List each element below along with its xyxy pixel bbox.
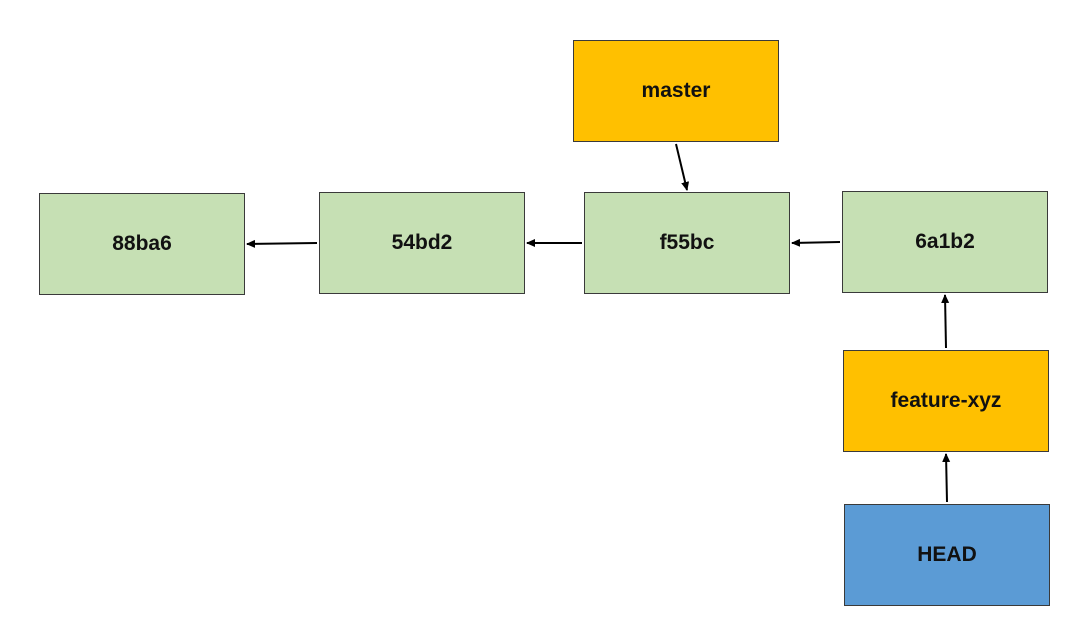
arrow-c6a1b2-to-cf55bc	[791, 238, 841, 247]
commit-88ba6-label: 88ba6	[112, 232, 172, 255]
arrow-head-to-bfeature	[942, 453, 951, 503]
branch-feature-xyz-label: feature-xyz	[890, 389, 1002, 412]
commit-f55bc-label: f55bc	[659, 231, 715, 254]
commit-88ba6: 88ba6	[39, 193, 245, 295]
arrow-c54bd2-to-c88ba6	[246, 239, 318, 248]
head-pointer-label: HEAD	[917, 543, 977, 566]
head-pointer: HEAD	[844, 504, 1050, 606]
commit-54bd2-label: 54bd2	[391, 231, 453, 254]
branch-master-label: master	[641, 79, 711, 102]
commit-6a1b2: 6a1b2	[842, 191, 1048, 293]
commit-6a1b2-label: 6a1b2	[915, 230, 975, 253]
arrow-bmaster-to-cf55bc	[675, 143, 690, 191]
commit-f55bc: f55bc	[584, 192, 790, 294]
commit-54bd2: 54bd2	[319, 192, 525, 294]
branch-feature-xyz: feature-xyz	[843, 350, 1049, 452]
branch-master: master	[573, 40, 779, 142]
arrow-bfeature-to-c6a1b2	[941, 294, 950, 349]
